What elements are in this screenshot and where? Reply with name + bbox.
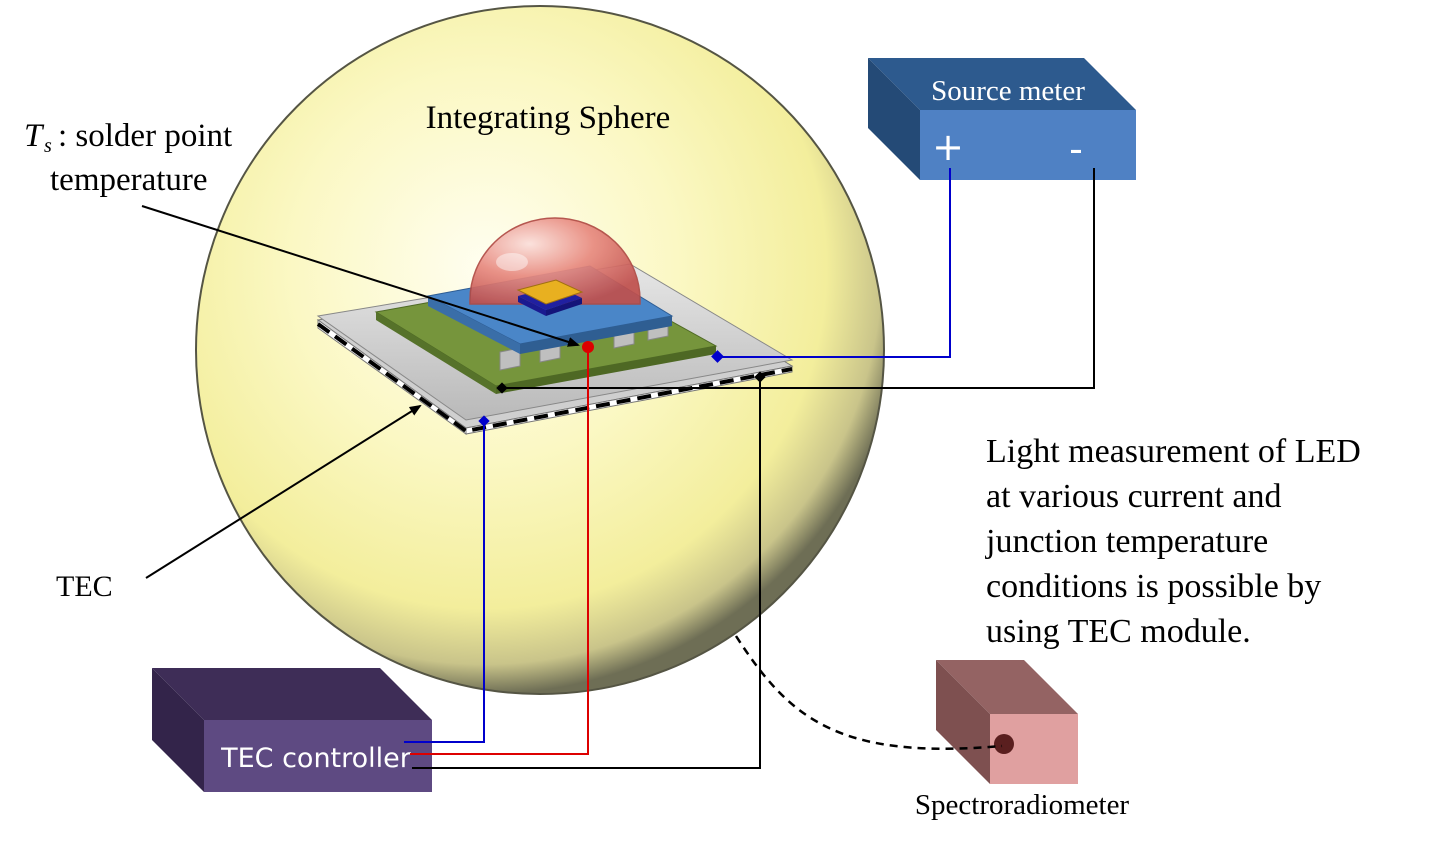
ts-symbol: T bbox=[24, 118, 45, 154]
description-line: at various current and bbox=[986, 478, 1282, 515]
description-line: junction temperature bbox=[985, 523, 1268, 560]
description-line: using TEC module. bbox=[986, 613, 1251, 650]
spectroradiometer-label: Spectroradiometer bbox=[915, 789, 1130, 821]
led-dome-lens bbox=[469, 217, 641, 305]
solder-point-marker bbox=[582, 341, 594, 353]
ts-text-line2: temperature bbox=[50, 162, 208, 198]
description-text: Light measurement of LED at various curr… bbox=[985, 433, 1361, 650]
ts-pointer-arrow bbox=[141, 205, 580, 347]
source-meter-minus-terminal: - bbox=[1069, 127, 1083, 171]
board-cathode-connector bbox=[496, 382, 508, 394]
led-chip bbox=[516, 279, 584, 316]
integrating-sphere-label: Integrating Sphere bbox=[426, 100, 671, 136]
tec-controller-label: TEC controller bbox=[220, 743, 412, 774]
spectroradiometer bbox=[936, 660, 1078, 784]
tec-controller: TEC controller bbox=[152, 668, 432, 792]
description-line: Light measurement of LED bbox=[986, 433, 1361, 470]
tec-label: TEC bbox=[56, 570, 113, 603]
solder-point-label: T s : solder point temperature bbox=[24, 118, 232, 198]
tec-pointer-arrow bbox=[145, 404, 422, 579]
source-meter-label: Source meter bbox=[931, 75, 1085, 107]
spectroradiometer-port-icon bbox=[994, 734, 1014, 754]
ts-subscript: s bbox=[44, 135, 52, 157]
annotation-arrows bbox=[141, 205, 580, 579]
tec-black-connector bbox=[754, 371, 766, 383]
source-meter-plus-terminal: + bbox=[932, 125, 964, 169]
ts-text: : solder point bbox=[58, 118, 232, 154]
tec-blue-connector bbox=[478, 415, 490, 427]
source-meter: Source meter + - bbox=[868, 58, 1136, 180]
description-line: conditions is possible by bbox=[986, 568, 1321, 605]
wiring bbox=[404, 168, 1095, 769]
